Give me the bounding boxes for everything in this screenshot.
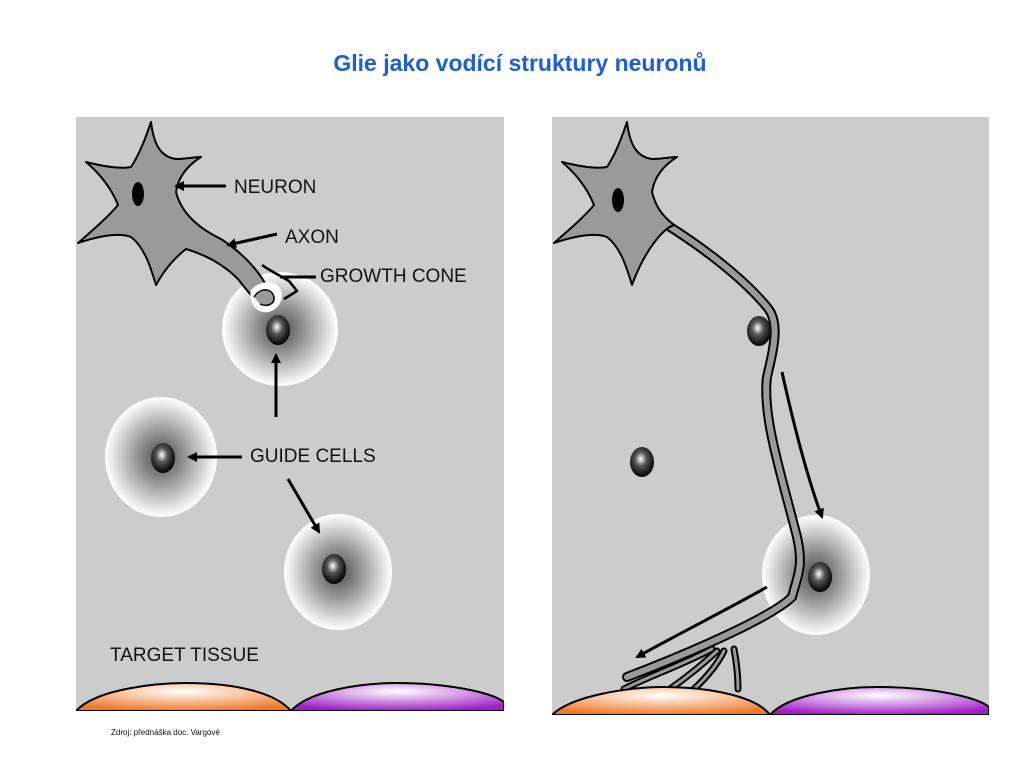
target-tissue-orange	[552, 685, 772, 715]
growth-direction-arrow	[780, 371, 824, 519]
target-direction-arrow	[635, 585, 768, 659]
neuron-label: NEURON	[234, 177, 316, 198]
growth-cone-label: GROWTH CONE	[320, 266, 467, 287]
source-note: Zdroj: přednáška doc. Vargové	[111, 728, 220, 737]
target-tissue-purple	[768, 685, 989, 715]
guide-cells-arrow-down	[286, 478, 321, 534]
axon-label: AXON	[285, 227, 339, 248]
guide-cell	[284, 514, 392, 630]
guide-cell	[747, 316, 771, 346]
axon-arrow	[226, 232, 278, 249]
guide-cell	[105, 397, 217, 517]
left-diagram-panel: NEURON AXON GROWTH CONE GUIDE CELLS TARG…	[76, 117, 504, 711]
left-diagram: NEURON AXON GROWTH CONE GUIDE CELLS TARG…	[76, 121, 504, 711]
neuron	[77, 121, 274, 306]
growth-cone-bracket	[261, 263, 299, 301]
neuron	[553, 121, 678, 286]
slide-title: Glie jako vodící struktury neuronů	[333, 50, 707, 76]
right-diagram	[552, 121, 989, 715]
guide-cell	[630, 447, 654, 477]
growth-cone	[620, 645, 742, 693]
guide-cell	[762, 515, 870, 635]
guide-cells-label: GUIDE CELLS	[250, 446, 376, 467]
target-tissue-purple	[289, 681, 504, 711]
right-diagram-panel	[552, 117, 989, 715]
target-tissue-orange	[76, 681, 293, 711]
target-tissue-label: TARGET TISSUE	[110, 645, 259, 666]
guide-cell	[222, 272, 338, 386]
